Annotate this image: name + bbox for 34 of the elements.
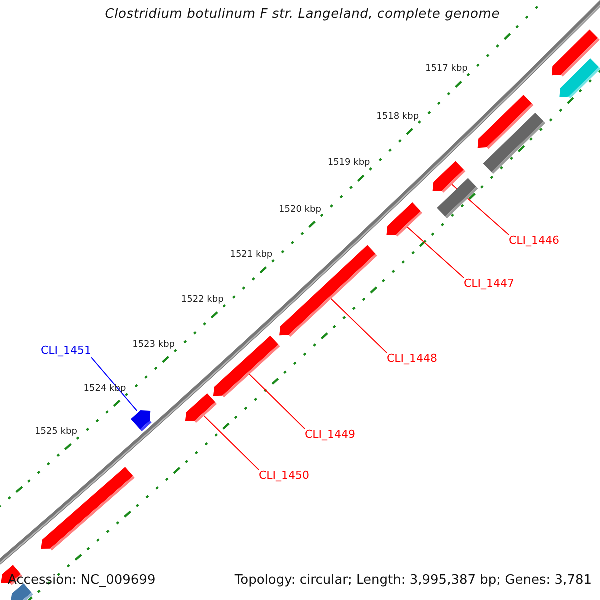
gene-label: CLI_1451 <box>41 345 92 358</box>
gene-block <box>478 95 534 150</box>
gene-label: CLI_1446 <box>509 235 560 248</box>
gene-block <box>10 584 34 600</box>
genome-stats-label: Topology: circular; Length: 3,995,387 bp; Genes: 3,781 <box>234 574 592 589</box>
leader-line <box>91 357 138 412</box>
gene-block <box>432 161 466 193</box>
scale-label: 1521 kbp <box>230 250 273 260</box>
gene-block <box>386 202 423 237</box>
scale-label: 1520 kbp <box>279 204 322 215</box>
gene-block <box>185 393 218 424</box>
scale-label: 1525 kbp <box>35 426 78 438</box>
scale-label: 1517 kbp <box>425 64 468 75</box>
title: Clostridium botulinum F str. Langeland, complete genome <box>105 8 500 23</box>
gene-block <box>41 467 135 551</box>
leader-line <box>203 415 260 470</box>
leader-line <box>406 226 464 278</box>
leader-line <box>248 374 306 430</box>
gene-block <box>213 336 280 398</box>
gene-block <box>483 112 546 174</box>
scale-label: 1522 kbp <box>181 295 224 306</box>
gene-label: CLI_1449 <box>305 429 356 442</box>
gene-label: CLI_1447 <box>464 278 515 291</box>
gene-block <box>437 178 478 219</box>
gene-block <box>552 30 600 77</box>
gene-block <box>131 410 152 432</box>
gene-label: CLI_1450 <box>259 470 310 483</box>
scale-label: 1523 kbp <box>132 340 176 350</box>
gene-label: CLI_1448 <box>387 353 438 366</box>
leader-line <box>330 298 388 354</box>
scale-label: 1518 kbp <box>376 112 420 122</box>
scale-label: 1519 kbp <box>328 158 370 169</box>
gene-block <box>560 58 600 99</box>
gene-block <box>280 245 378 338</box>
